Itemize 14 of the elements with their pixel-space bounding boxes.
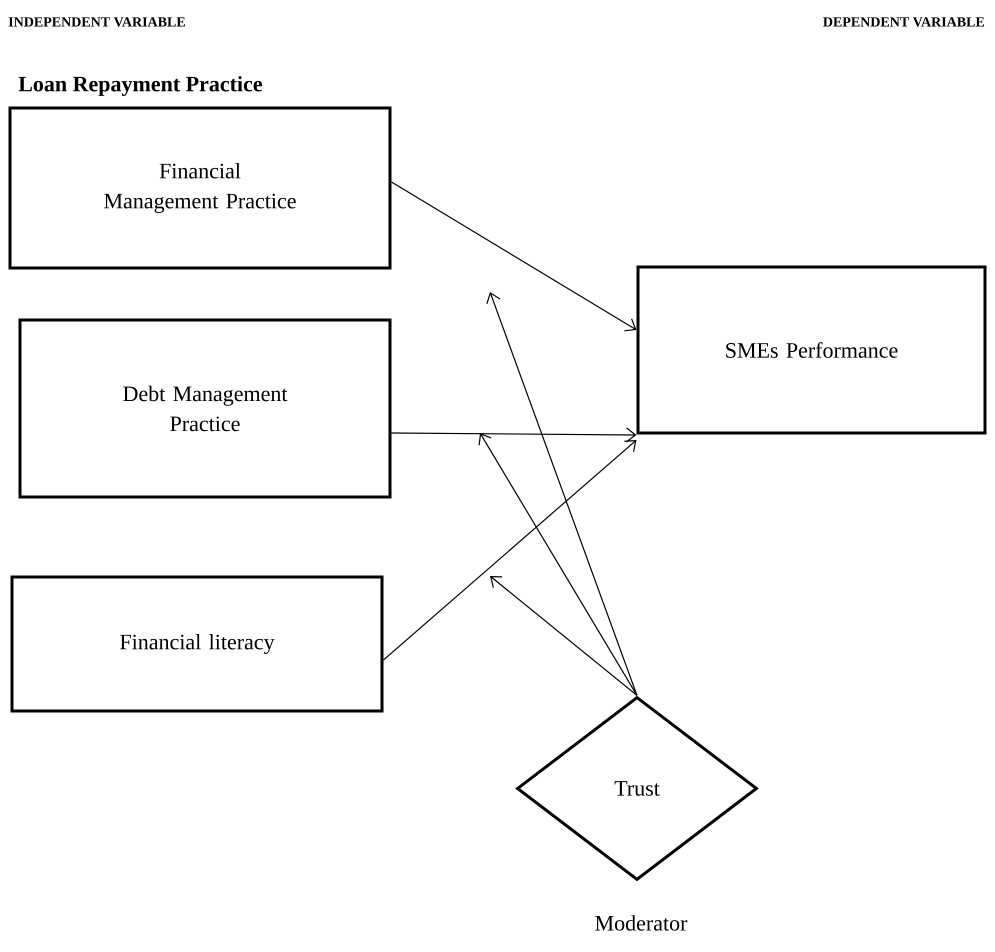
arrow: [486, 292, 638, 696]
arrow: [490, 576, 638, 696]
node-caption: Moderator: [595, 915, 688, 931]
process-box: Debt Management Practice: [18, 318, 392, 498]
column-heading: DEPENDENT VARIABLE: [823, 17, 984, 27]
arrow: [392, 427, 636, 442]
column-heading: INDEPENDENT VARIABLE: [8, 17, 185, 27]
arrow: [383, 440, 636, 660]
process-box: Financial Management Practice: [8, 106, 392, 270]
arrow: [478, 432, 638, 696]
process-box: SMEs Performance: [636, 265, 986, 434]
group-heading: Loan Repayment Practice: [18, 76, 262, 96]
arrow: [391, 181, 636, 332]
process-box: Financial literacy: [10, 575, 384, 712]
